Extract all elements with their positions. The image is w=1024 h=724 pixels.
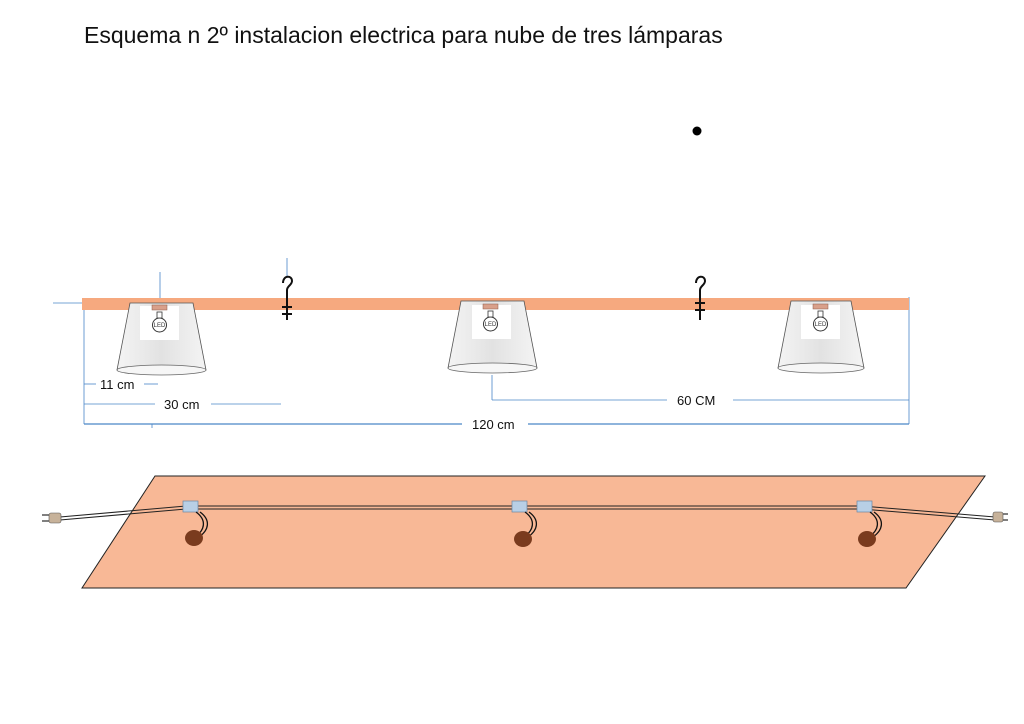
hook-right <box>695 275 707 320</box>
wiring-board-view <box>42 475 1008 589</box>
lamp-shade-rim <box>116 364 207 376</box>
page-title: Esquema n 2º instalacion electrica para … <box>84 22 723 48</box>
dimension-11cm: 11 cm <box>84 377 158 392</box>
bulb-label: LED <box>485 322 497 328</box>
connector-2 <box>511 500 538 547</box>
terminal-block <box>511 500 528 513</box>
lamp-socket-hole <box>185 530 203 546</box>
bulb-label: LED <box>154 323 166 329</box>
plug-right <box>992 511 1008 523</box>
dimension-120cm: 120 cm <box>84 417 909 432</box>
dimension-label-60: 60 CM <box>677 393 715 408</box>
bulb-socket <box>812 303 829 310</box>
dimension-label-120: 120 cm <box>472 417 515 432</box>
dimension-30cm: 30 cm <box>84 397 281 412</box>
lamp-shade-rim <box>447 362 538 374</box>
terminal-block <box>182 500 199 513</box>
bulb-socket <box>482 303 499 310</box>
dot-marker <box>692 126 702 136</box>
lamp-socket-hole <box>514 531 532 547</box>
dimension-60cm: 60 CM <box>491 375 909 408</box>
lamp-3: LED <box>777 300 865 374</box>
connector-1 <box>182 500 209 546</box>
dimension-label-30: 30 cm <box>164 397 199 412</box>
plug-left <box>42 512 62 524</box>
lamp-2: LED <box>447 300 538 374</box>
lamp-1: LED <box>116 302 207 376</box>
bulb-socket <box>151 304 168 311</box>
lamp-bar-view: LED LED LED 11 cm <box>53 258 910 432</box>
lamp-socket-hole <box>858 531 876 547</box>
lamp-shade-rim <box>777 362 865 374</box>
terminal-block <box>856 500 873 513</box>
bulb-label: LED <box>815 322 827 328</box>
hook-left <box>282 275 294 320</box>
dimension-label-11: 11 cm <box>100 377 134 392</box>
connector-3 <box>856 500 883 547</box>
